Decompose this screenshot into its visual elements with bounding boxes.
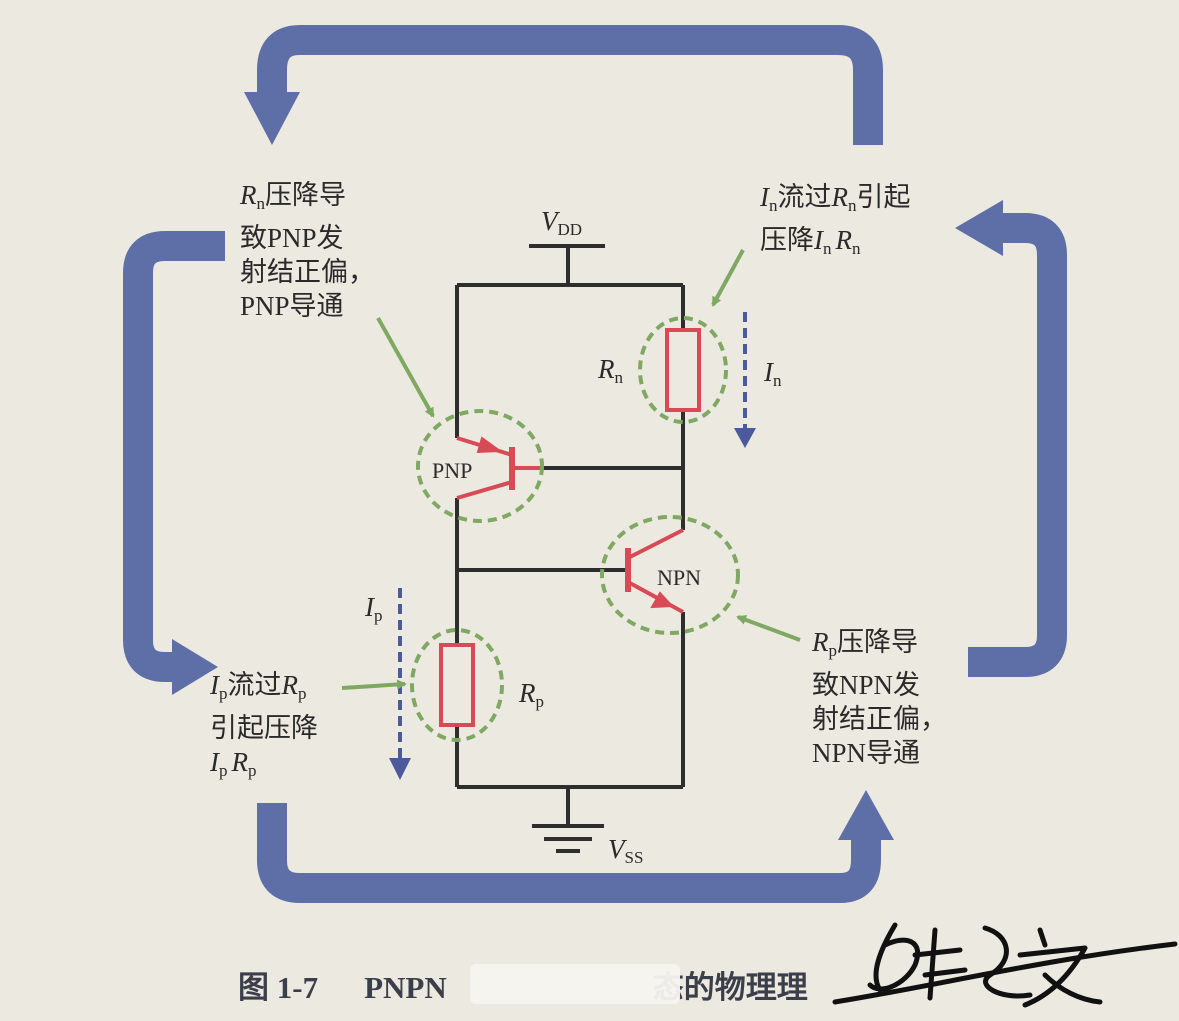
highlight-rp [410, 628, 504, 742]
resistor-rp [439, 643, 475, 727]
annotation-bottom-right: Rp压降导 致NPN发 射结正偏， NPN导通 [812, 627, 947, 768]
highlight-rn [638, 316, 728, 424]
current-arrow-ip [389, 588, 411, 780]
loop-arrow-bottom [257, 790, 894, 903]
pointer-top-right [711, 249, 745, 307]
rp-label: Rp [519, 678, 544, 711]
resistor-rn [665, 328, 701, 412]
ip-label: Ip [365, 592, 383, 625]
pnp-label: PNP [432, 458, 473, 483]
current-arrow-in [734, 312, 756, 448]
pointer-bottom-left [341, 679, 407, 690]
caption-number: 图 1-7 [238, 970, 319, 1005]
npn-label: NPN [657, 565, 702, 590]
caption-text-last: 理 [776, 970, 808, 1005]
pnp-transistor [456, 436, 540, 500]
pointer-bottom-right [736, 615, 801, 642]
vss-label: VSS [608, 834, 644, 867]
loop-arrow-left [123, 231, 225, 695]
loop-arrow-right [955, 200, 1067, 677]
annotation-top-left: Rn压降导 致PNP发 射结正偏， PNP导通 [240, 180, 375, 321]
pointer-arrows [341, 249, 801, 690]
circuit-wires [455, 244, 685, 853]
loop-arrow-top [244, 25, 883, 145]
rn-label: Rn [598, 354, 623, 387]
npn-transistor [625, 528, 684, 614]
highlight-npn [600, 515, 740, 635]
vdd-label: VDD [541, 206, 583, 239]
in-label: In [764, 357, 782, 390]
highlight-circles [410, 316, 740, 742]
highlight-pnp [416, 409, 544, 523]
caption-redaction [470, 964, 680, 1004]
caption-text-start: PNPN [364, 970, 447, 1005]
pointer-top-left [376, 317, 435, 418]
signature-mark [832, 922, 1178, 1008]
